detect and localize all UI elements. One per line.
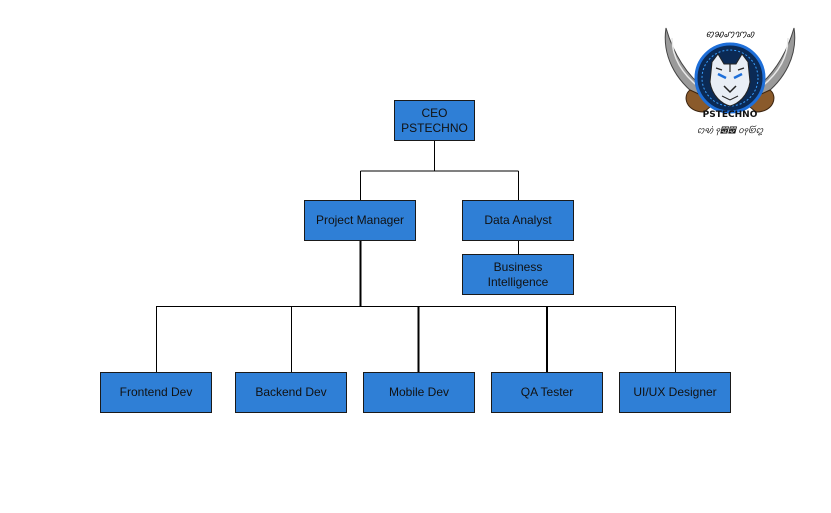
logo-name: PSTECHNO (702, 110, 758, 120)
node-data-analyst[interactable]: Data Analyst (462, 200, 574, 241)
tiger-emblem-icon (664, 27, 796, 114)
node-frontend-dev[interactable]: Frontend Dev (100, 372, 212, 413)
node-frontend-dev-label: Frontend Dev (119, 385, 193, 399)
node-qa-tester-label: QA Tester (520, 385, 574, 399)
node-backend-dev-label: Backend Dev (255, 385, 327, 399)
node-mobile-dev-label: Mobile Dev (388, 385, 450, 399)
node-data-analyst-label: Data Analyst (484, 213, 552, 227)
logo-bottom-text: ꩊꩋꩌ ꩍ꩎꩏ ꩐꩑꩒꩓ (696, 126, 764, 135)
node-ceo-label: CEO PSTECHNO (401, 105, 468, 135)
node-uiux-designer[interactable]: UI/UX Designer (619, 372, 731, 413)
node-backend-dev[interactable]: Backend Dev (235, 372, 347, 413)
node-mobile-dev[interactable]: Mobile Dev (363, 372, 475, 413)
node-uiux-designer-label: UI/UX Designer (633, 385, 717, 399)
node-ceo[interactable]: CEO PSTECHNO (394, 100, 475, 141)
node-project-manager-label: Project Manager (315, 213, 405, 227)
node-project-manager[interactable]: Project Manager (304, 200, 416, 241)
logo-top-text: ꩅꩆꩇꩈꩉ (705, 30, 755, 40)
node-qa-tester[interactable]: QA Tester (491, 372, 603, 413)
node-business-intelligence[interactable]: Business Intelligence (462, 254, 574, 295)
node-business-intelligence-label: Business Intelligence (487, 259, 549, 289)
pstechno-logo: ꩅꩆꩇꩈꩉ PSTECHNO ꩊꩋꩌ ꩍ꩎꩏ ꩐꩑꩒꩓ (660, 24, 800, 148)
